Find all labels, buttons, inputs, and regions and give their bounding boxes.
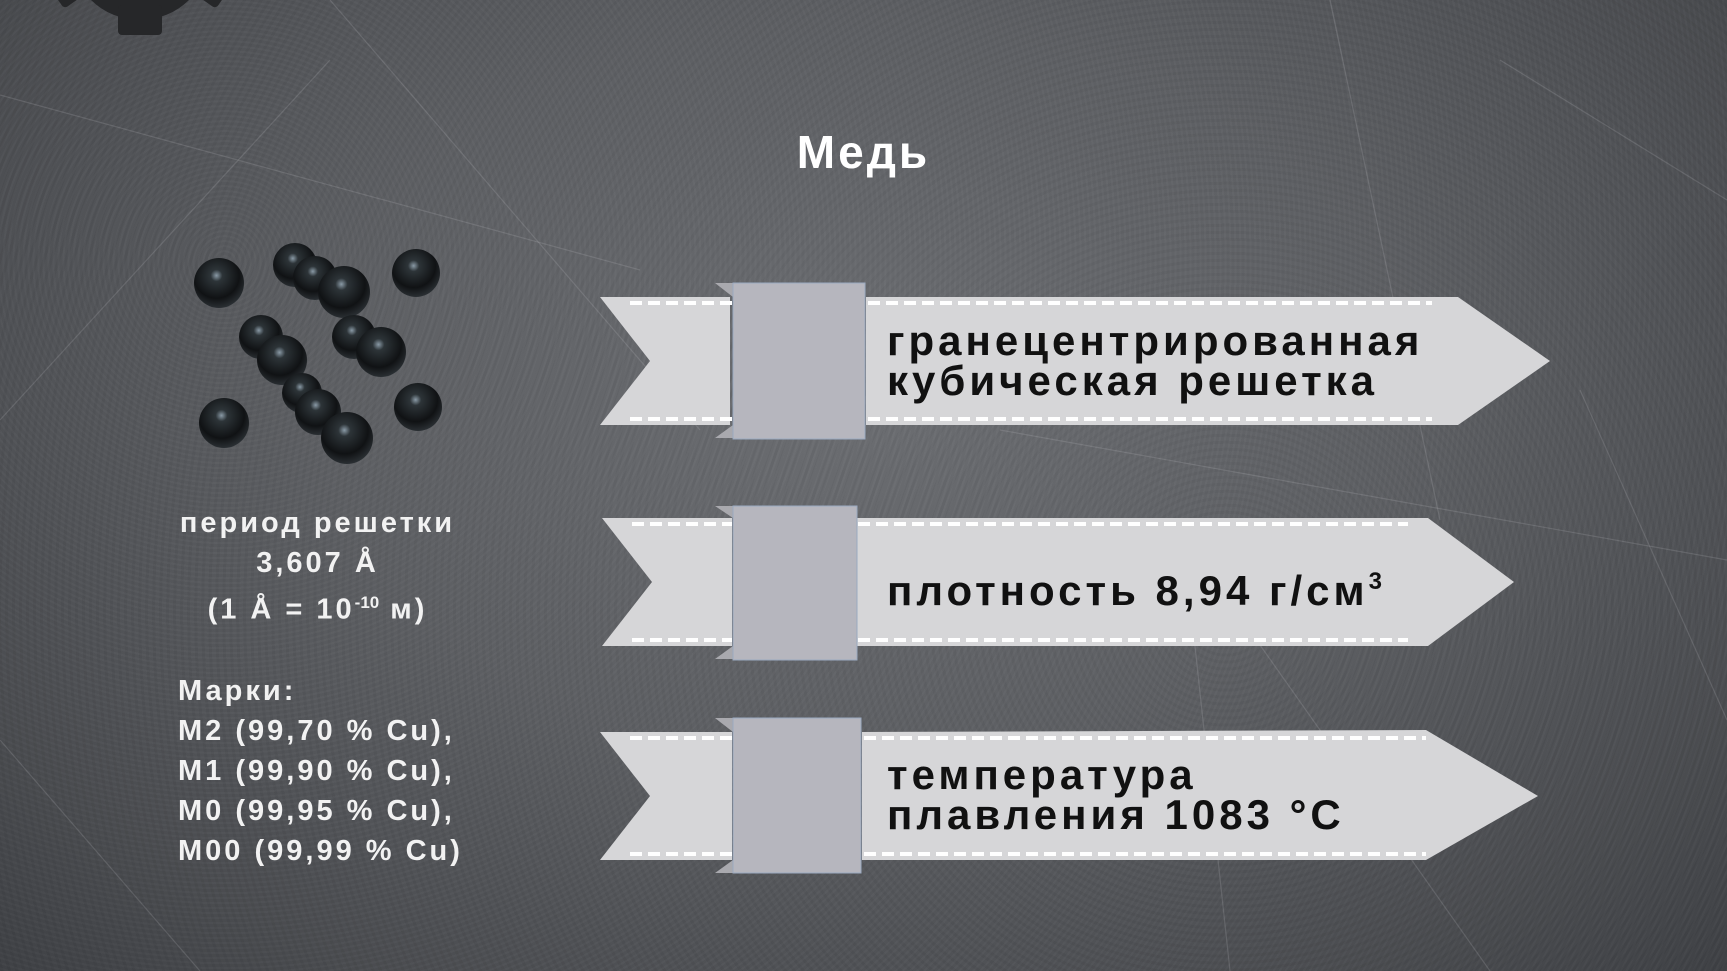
ribbon-text: плотность 8,94 г/см3 bbox=[887, 567, 1382, 614]
ribbon-shape bbox=[602, 505, 1514, 661]
grade-item: М00 (99,99 % Cu) bbox=[178, 835, 463, 867]
grades-block: Марки: М2 (99,70 % Cu), М1 (99,90 % Cu),… bbox=[178, 671, 463, 871]
ribbon-text: гранецентрированная кубическая решетка bbox=[887, 317, 1424, 404]
atom-lattice-icon bbox=[194, 243, 442, 464]
period-label: период решетки bbox=[179, 507, 456, 539]
ribbon-shape bbox=[600, 282, 1550, 440]
gear-icon bbox=[48, 0, 232, 35]
ribbon-shape bbox=[600, 717, 1538, 874]
grades-label: Марки: bbox=[178, 675, 297, 707]
grade-item: М2 (99,70 % Cu), bbox=[178, 715, 455, 747]
slide-title: Медь bbox=[796, 126, 931, 178]
period-value: 3,607 Å bbox=[256, 547, 379, 579]
ribbon-text: температура плавления 1083 °С bbox=[887, 751, 1345, 838]
grade-item: М1 (99,90 % Cu), bbox=[178, 755, 455, 787]
grade-item: М0 (99,95 % Cu), bbox=[178, 795, 455, 827]
period-unit-note: (1 Å = 10-10 м) bbox=[207, 593, 428, 626]
lattice-period-block: период решетки 3,607 Å (1 Å = 10-10 м) bbox=[160, 503, 475, 630]
